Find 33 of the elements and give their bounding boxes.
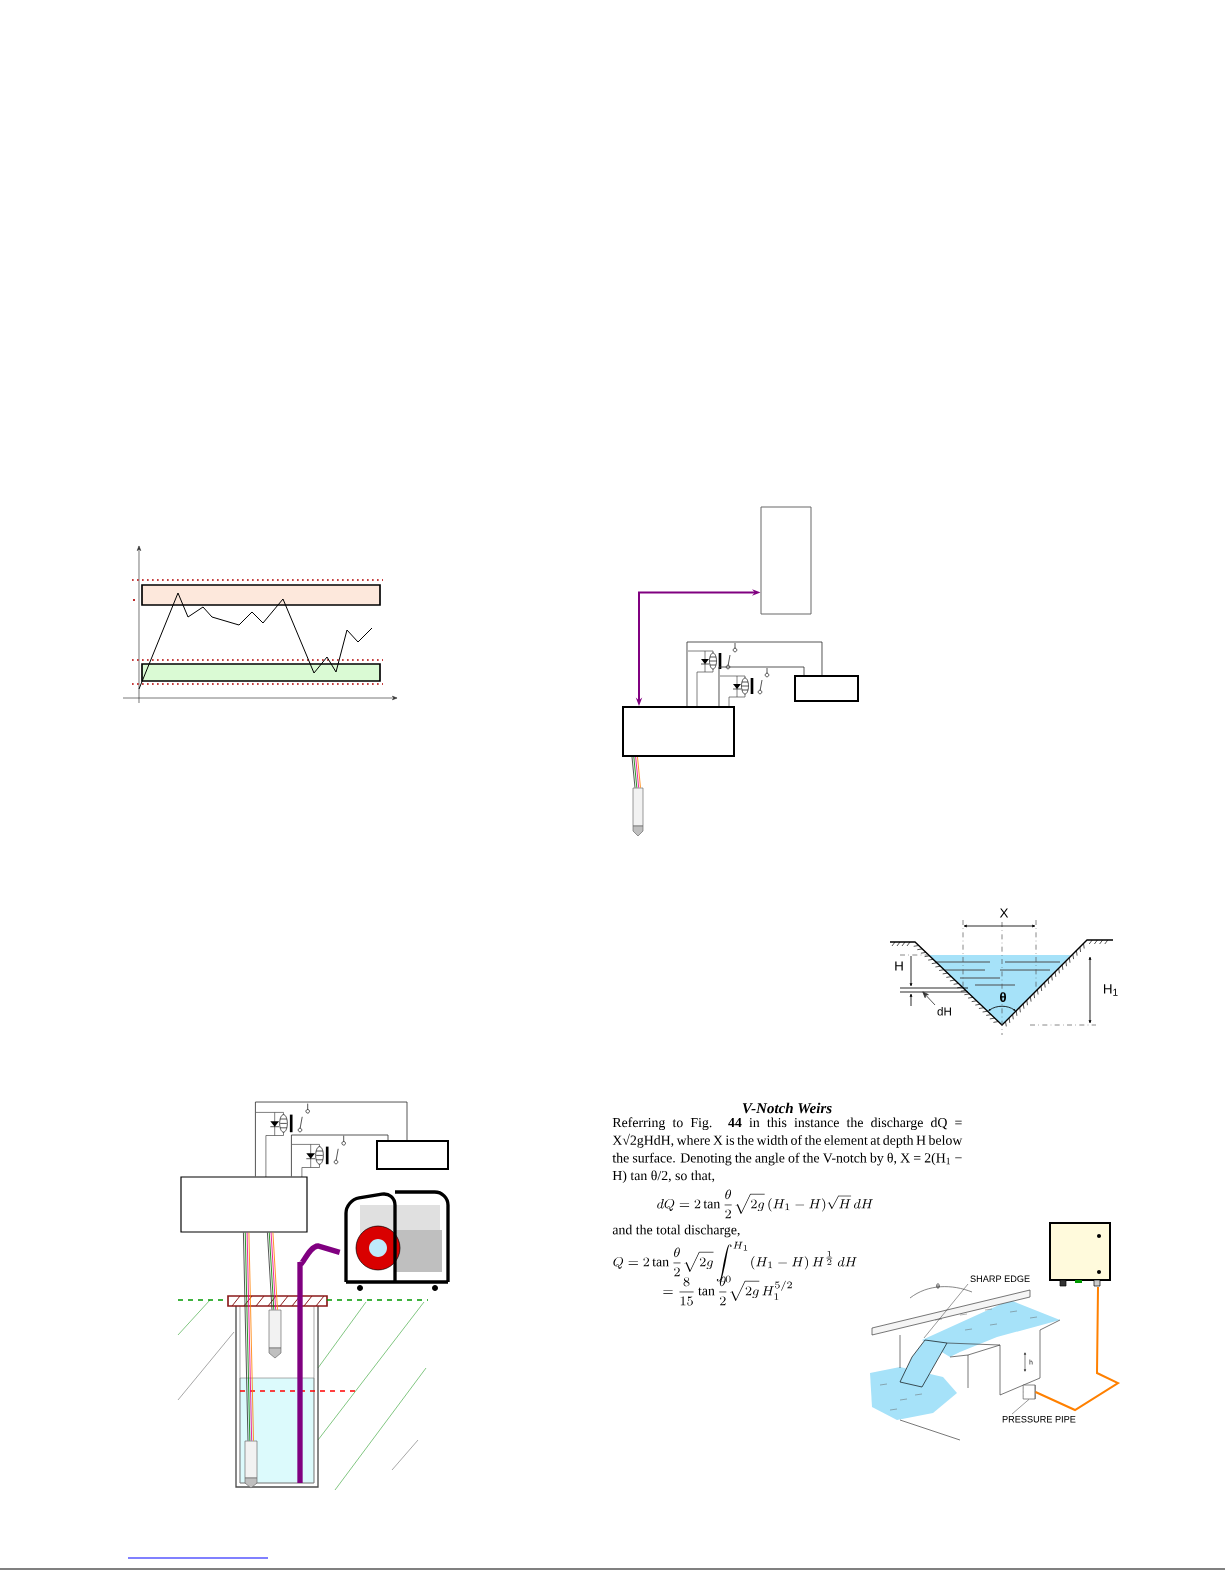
- leader-line: [1011, 1399, 1030, 1415]
- callout-text: SHARP EDGE: [970, 1275, 1030, 1282]
- cable: [631, 756, 641, 789]
- pressure-pipe: [1022, 1384, 1036, 1400]
- probe: [244, 1440, 258, 1489]
- cable: [243, 1232, 254, 1442]
- wire: [291, 1134, 389, 1177]
- paragraph: Referring to Fig. 44 in this instance the discharge dQ = X√2gHdH, where X is the width of the element at depth H below the surface. Denoting the angle of the V-notch by θ, X = 2(H$_{1}$ − H) tan θ/2, so that,: [612, 1117, 963, 1184]
- heading: V-Notch Weirs: [742, 1102, 832, 1114]
- dimension-label: H: [895, 961, 903, 971]
- probe: [268, 1309, 282, 1359]
- relay-output-box: [794, 675, 859, 702]
- leader-line: [922, 991, 936, 1006]
- controller-box: [1049, 1222, 1111, 1287]
- probe: [632, 787, 644, 837]
- dimension-label: H$_{1}$: [1104, 984, 1118, 996]
- controller-box: [622, 706, 735, 757]
- paragraph: and the total discharge,: [612, 1224, 740, 1238]
- generator-drawing: [344, 1190, 450, 1291]
- relay-output-box: [376, 1140, 449, 1170]
- formula: $dQ = 2\tan\frac{\theta}{2}\sqrt{2g}\,(H_1 - H)\sqrt{H}\,dH$: [657, 1189, 873, 1219]
- dimension-label: dH: [937, 1007, 951, 1016]
- wire: [718, 666, 805, 707]
- controller-box: [180, 1176, 308, 1233]
- leader-line: [923, 1283, 969, 1339]
- dimension-label: X: [997, 906, 1011, 920]
- cable: [267, 1232, 278, 1311]
- wire: [686, 641, 823, 707]
- wire: [255, 1101, 408, 1177]
- callout-text: PRESSURE PIPE: [1002, 1416, 1076, 1423]
- cable: [1034, 1286, 1121, 1412]
- angle-label: θ: [999, 992, 1006, 1002]
- display-box: [760, 506, 812, 615]
